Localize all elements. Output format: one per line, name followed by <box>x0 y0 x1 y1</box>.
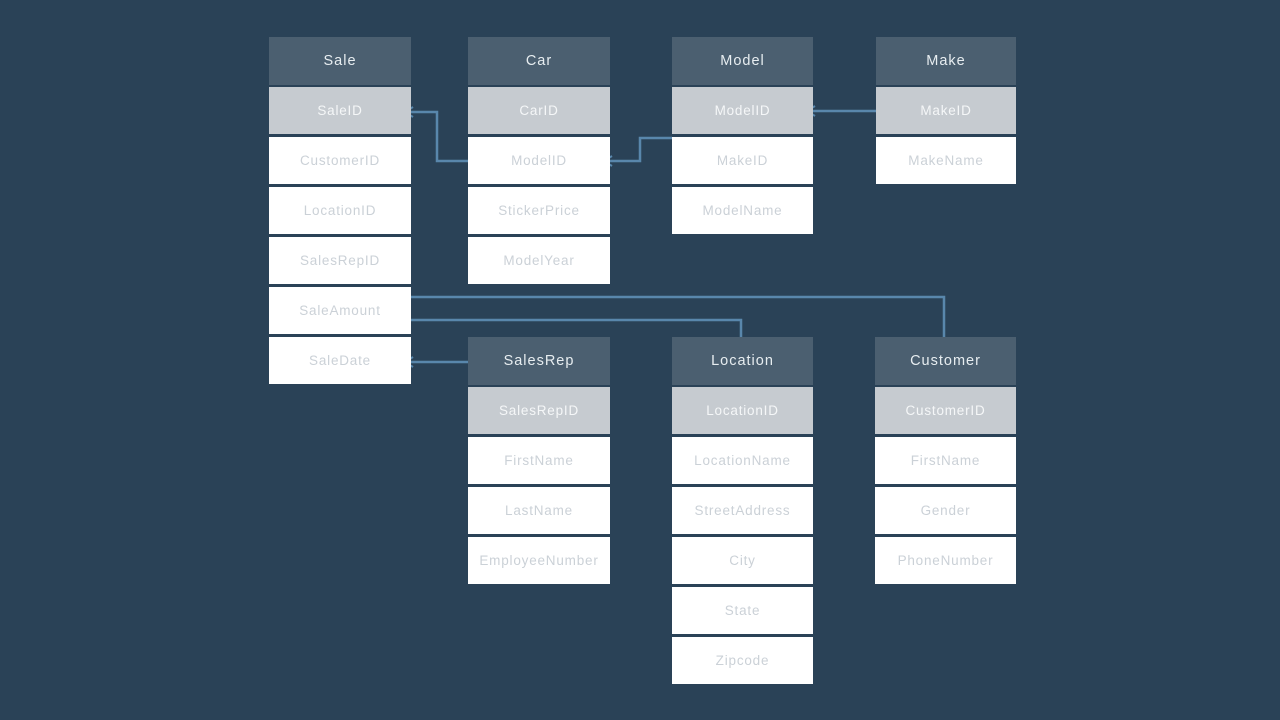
field-row: CustomerID <box>269 137 411 184</box>
field-row: PhoneNumber <box>875 537 1016 584</box>
field-row: SalesRepID <box>269 237 411 284</box>
relationship-line <box>411 295 946 338</box>
key-field-row: CarID <box>468 87 610 134</box>
key-field-row: CustomerID <box>875 387 1016 434</box>
field-row: State <box>672 587 813 634</box>
table-header: Location <box>672 337 813 385</box>
field-row: City <box>672 537 813 584</box>
field-row: MakeID <box>672 137 813 184</box>
field-row: Zipcode <box>672 637 813 684</box>
field-row: SaleAmount <box>269 287 411 334</box>
relationship-line <box>411 318 743 339</box>
field-row: StickerPrice <box>468 187 610 234</box>
relationship-line <box>411 110 468 163</box>
field-row: LastName <box>468 487 610 534</box>
field-row: SaleDate <box>269 337 411 384</box>
field-row: ModelName <box>672 187 813 234</box>
field-row: LocationName <box>672 437 813 484</box>
table-header: Customer <box>875 337 1016 385</box>
key-field-row: SalesRepID <box>468 387 610 434</box>
table-header: Sale <box>269 37 411 85</box>
field-row: FirstName <box>468 437 610 484</box>
key-field-row: SaleID <box>269 87 411 134</box>
relationship-line <box>610 136 672 163</box>
key-field-row: ModelID <box>672 87 813 134</box>
field-row: Gender <box>875 487 1016 534</box>
key-field-row: MakeID <box>876 87 1016 134</box>
table-header: Model <box>672 37 813 85</box>
field-row: LocationID <box>269 187 411 234</box>
field-row: ModelID <box>468 137 610 184</box>
table-header: SalesRep <box>468 337 610 385</box>
table-header: Car <box>468 37 610 85</box>
table-header: Make <box>876 37 1016 85</box>
field-row: ModelYear <box>468 237 610 284</box>
field-row: FirstName <box>875 437 1016 484</box>
field-row: EmployeeNumber <box>468 537 610 584</box>
key-field-row: LocationID <box>672 387 813 434</box>
field-row: StreetAddress <box>672 487 813 534</box>
field-row: MakeName <box>876 137 1016 184</box>
